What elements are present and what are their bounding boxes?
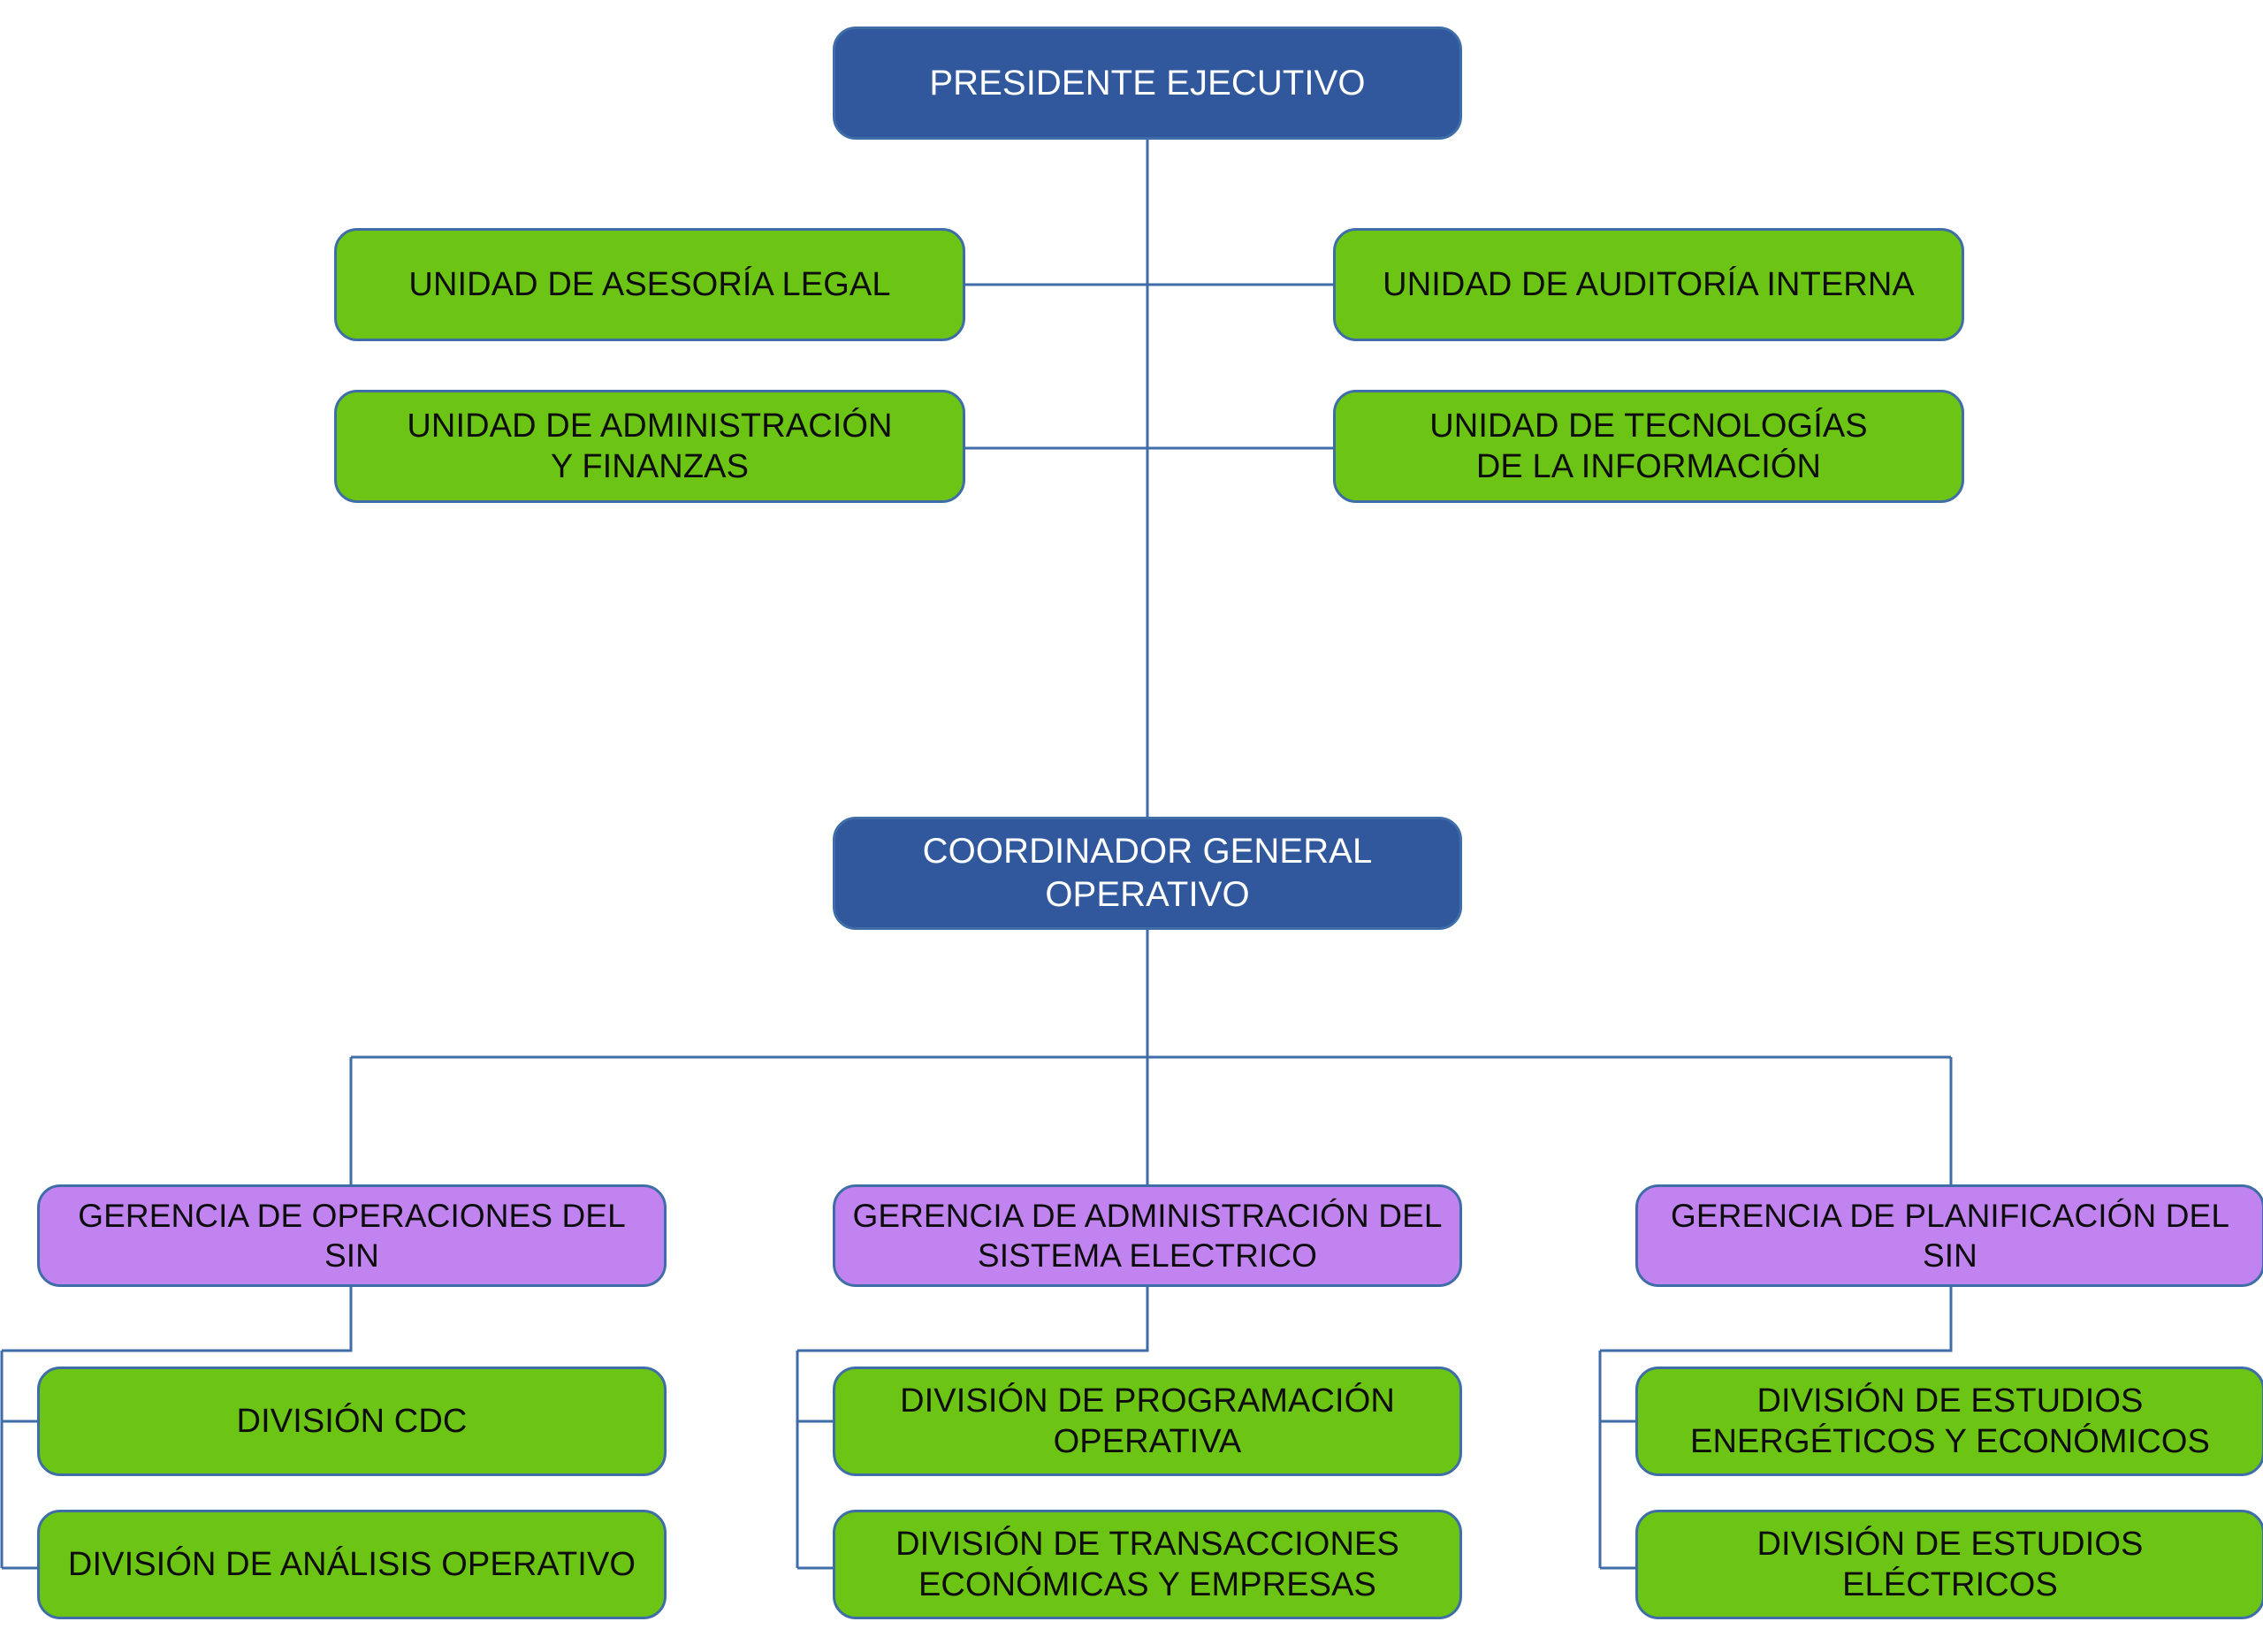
node-division-analisis-operativo[interactable]: DIVISIÓN DE ANÁLISIS OPERATIVO — [37, 1510, 667, 1619]
node-unidad-auditoria-interna[interactable]: UNIDAD DE AUDITORÍA INTERNA — [1333, 228, 1964, 341]
node-label: GERENCIA DE ADMINISTRACIÓN DEL SISTEMA E… — [852, 1197, 1443, 1274]
node-unidad-tecnologias-informacion[interactable]: UNIDAD DE TECNOLOGÍAS DE LA INFORMACIÓN — [1333, 390, 1964, 503]
node-division-cdc[interactable]: DIVISIÓN CDC — [37, 1367, 667, 1476]
node-label: GERENCIA DE PLANIFICACIÓN DEL SIN — [1670, 1197, 2230, 1274]
node-coordinador-general-operativo[interactable]: COORDINADOR GENERAL OPERATIVO — [833, 817, 1462, 930]
node-division-estudios-electricos[interactable]: DIVISIÓN DE ESTUDIOS ELÉCTRICOS — [1635, 1510, 2263, 1619]
node-label: DIVISIÓN DE TRANSACCIONES ECONÓMICAS Y E… — [895, 1525, 1399, 1603]
node-label: DIVISIÓN CDC — [236, 1402, 468, 1440]
node-gerencia-planificacion-sin[interactable]: GERENCIA DE PLANIFICACIÓN DEL SIN — [1635, 1184, 2263, 1287]
node-label: UNIDAD DE ASESORÍA LEGAL — [408, 265, 891, 303]
node-gerencia-operaciones-sin[interactable]: GERENCIA DE OPERACIONES DEL SIN — [37, 1184, 667, 1287]
node-unidad-asesoria-legal[interactable]: UNIDAD DE ASESORÍA LEGAL — [334, 228, 965, 341]
node-label: DIVISIÓN DE ESTUDIOS ELÉCTRICOS — [1756, 1525, 2144, 1603]
administracion-spine-elbow — [797, 1287, 1149, 1352]
node-label: DIVISIÓN DE ANÁLISIS OPERATIVO — [67, 1545, 636, 1583]
node-presidente-ejecutivo[interactable]: PRESIDENTE EJECUTIVO — [833, 27, 1462, 140]
planificacion-spine-elbow — [1600, 1287, 1953, 1352]
node-unidad-administracion-finanzas[interactable]: UNIDAD DE ADMINISTRACIÓN Y FINANZAS — [334, 390, 965, 503]
node-label: DIVISIÓN DE ESTUDIOS ENERGÉTICOS Y ECONÓ… — [1690, 1382, 2210, 1460]
node-label: GERENCIA DE OPERACIONES DEL SIN — [78, 1197, 626, 1274]
node-division-estudios-energeticos-economicos[interactable]: DIVISIÓN DE ESTUDIOS ENERGÉTICOS Y ECONÓ… — [1635, 1367, 2263, 1476]
operaciones-spine-elbow — [2, 1287, 353, 1352]
node-label: UNIDAD DE ADMINISTRACIÓN Y FINANZAS — [407, 407, 893, 485]
node-label: UNIDAD DE TECNOLOGÍAS DE LA INFORMACIÓN — [1429, 407, 1868, 485]
node-gerencia-administracion-sistema-electrico[interactable]: GERENCIA DE ADMINISTRACIÓN DEL SISTEMA E… — [833, 1184, 1462, 1287]
node-label: COORDINADOR GENERAL OPERATIVO — [922, 832, 1373, 914]
node-division-programacion-operativa[interactable]: DIVISIÓN DE PROGRAMACIÓN OPERATIVA — [833, 1367, 1462, 1476]
node-label: DIVISIÓN DE PROGRAMACIÓN OPERATIVA — [900, 1382, 1395, 1460]
node-label: UNIDAD DE AUDITORÍA INTERNA — [1383, 265, 1915, 303]
node-label: PRESIDENTE EJECUTIVO — [929, 63, 1366, 103]
node-division-transacciones-economicas-empresas[interactable]: DIVISIÓN DE TRANSACCIONES ECONÓMICAS Y E… — [833, 1510, 1462, 1619]
